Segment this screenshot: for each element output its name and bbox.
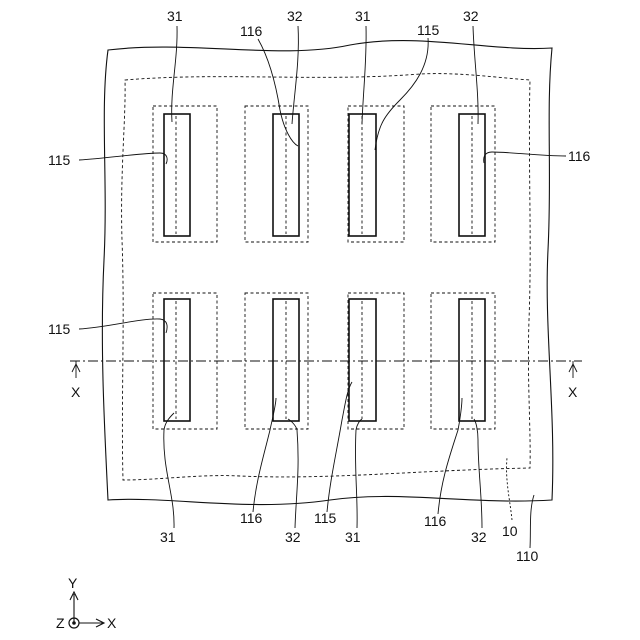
coordinate-axes bbox=[69, 592, 104, 628]
ref-115: 115 bbox=[314, 510, 337, 526]
section-label-left: X bbox=[71, 384, 81, 400]
ref-31: 31 bbox=[167, 8, 183, 24]
ref-115: 115 bbox=[48, 152, 71, 168]
ref-32: 32 bbox=[471, 529, 487, 545]
electrode bbox=[349, 114, 376, 236]
electrode bbox=[164, 114, 190, 236]
axis-label-x: X bbox=[107, 615, 117, 631]
cell-frame bbox=[153, 106, 217, 242]
ref-32: 32 bbox=[463, 8, 479, 24]
ref-31: 31 bbox=[355, 8, 371, 24]
ref-116: 116 bbox=[424, 513, 447, 529]
ref-116: 116 bbox=[568, 148, 591, 164]
section-line bbox=[70, 361, 582, 378]
section-label-right: X bbox=[568, 384, 578, 400]
electrode bbox=[164, 299, 190, 421]
ref-32: 32 bbox=[287, 8, 303, 24]
region-10-outline bbox=[122, 74, 531, 480]
ref-115: 115 bbox=[48, 321, 71, 337]
cell-frames bbox=[153, 106, 495, 429]
ref-10: 10 bbox=[502, 523, 518, 539]
ref-116: 116 bbox=[240, 23, 263, 39]
ref-31: 31 bbox=[160, 529, 176, 545]
axis-label-z: Z bbox=[56, 615, 65, 631]
ref-32: 32 bbox=[285, 529, 301, 545]
ref-115: 115 bbox=[417, 22, 440, 38]
substrate-outline bbox=[102, 41, 552, 505]
ref-110: 110 bbox=[516, 548, 539, 564]
electrode bbox=[349, 299, 376, 421]
axis-label-y: Y bbox=[68, 575, 78, 591]
leader-lines bbox=[79, 26, 566, 548]
ref-31: 31 bbox=[345, 529, 361, 545]
ref-116: 116 bbox=[240, 510, 263, 526]
electrodes bbox=[164, 114, 485, 421]
